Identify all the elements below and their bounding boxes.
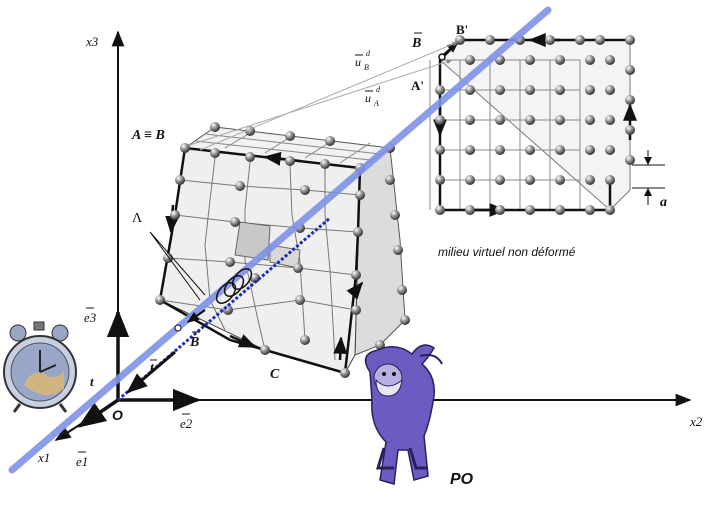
coordinate-axes: x3 x2 x1 O e3 e2 e1 t [37, 30, 703, 469]
lattice-atom [435, 115, 445, 125]
lattice-atom [555, 205, 565, 215]
t-axis-label: t [90, 374, 94, 389]
e1-vector [77, 398, 119, 428]
lattice-atom [585, 55, 595, 65]
lattice-atom [555, 175, 565, 185]
lattice-atom [525, 175, 535, 185]
A-equals-B-label: A ≡ B [131, 128, 165, 143]
lattice-atom [525, 205, 535, 215]
uA-sup: d [376, 85, 381, 94]
lattice-atom [625, 125, 635, 135]
lattice-atom [585, 115, 595, 125]
lattice-atom [605, 115, 615, 125]
lattice-atom [525, 85, 535, 95]
e3-label: e3 [84, 310, 97, 325]
lattice-atom [495, 85, 505, 95]
uA-sub: A [373, 99, 379, 108]
lattice-atom [585, 205, 595, 215]
lattice-atom [435, 205, 445, 215]
lattice-atom [465, 85, 475, 95]
lattice-atom [525, 145, 535, 155]
dislocation-line [8, 6, 552, 474]
lattice-atom [465, 175, 475, 185]
lattice-atom [625, 95, 635, 105]
lattice-atom [605, 175, 615, 185]
lattice-atom [625, 65, 635, 75]
lattice-atom [495, 115, 505, 125]
lattice-atom [605, 85, 615, 95]
uB-displacement-arrow [189, 59, 453, 146]
lattice-atom [485, 35, 495, 45]
lattice-atom [625, 35, 635, 45]
lattice-atom [585, 145, 595, 155]
e2-label: e2 [180, 416, 193, 431]
lattice-atom [545, 35, 555, 45]
lattice-atom [495, 205, 505, 215]
uA-displacement-arrow [199, 41, 459, 151]
lattice-atom [555, 85, 565, 95]
lattice-atom [525, 55, 535, 65]
uB-sup: d [366, 49, 371, 58]
A-prime-label: A' [411, 78, 424, 93]
lattice-atom [525, 115, 535, 125]
x3-label: x3 [85, 34, 99, 49]
uB-label: u [355, 55, 361, 69]
a-label: a [660, 195, 667, 210]
lattice-atom [625, 155, 635, 165]
e1-label: e1 [76, 454, 88, 469]
lattice-atom [605, 55, 615, 65]
lattice-atom [555, 55, 565, 65]
undeformed-grid [429, 33, 665, 217]
x2-label: x2 [689, 414, 703, 429]
lattice-atom [585, 85, 595, 95]
lattice-atom [555, 145, 565, 155]
C-label: C [270, 367, 280, 382]
lattice-atom [495, 175, 505, 185]
lattice-atom [465, 115, 475, 125]
lattice-atom [585, 175, 595, 185]
B-vector-line-label: B [189, 335, 199, 350]
PO-label: PO [450, 471, 474, 488]
lattice-atom [435, 145, 445, 155]
uB-sub: B [364, 63, 369, 72]
t-vector [126, 350, 176, 394]
lattice-atom [495, 145, 505, 155]
alarm-clock-icon [3, 321, 77, 413]
lattice-atom [465, 55, 475, 65]
origin-label: O [112, 407, 123, 423]
B-prime-label: B' [456, 22, 468, 37]
lambda-loop [215, 268, 253, 304]
t-vector-label: t [150, 361, 155, 376]
x1-label: x1 [37, 450, 50, 465]
lattice-atom [605, 145, 615, 155]
lattice-atom [605, 205, 615, 215]
caption-label: milieu virtuel non déformé [438, 245, 576, 259]
lattice-atom [575, 35, 585, 45]
lambda-label: Λ [132, 211, 143, 226]
lattice-atom [465, 205, 475, 215]
lattice-atom [595, 35, 605, 45]
lattice-atom [435, 175, 445, 185]
B-vector-top-label: B [411, 36, 421, 51]
jester-character-icon [364, 344, 443, 485]
lattice-atom [435, 85, 445, 95]
uA-label: u [365, 91, 371, 105]
lattice-atom [465, 145, 475, 155]
lattice-atom [555, 115, 565, 125]
